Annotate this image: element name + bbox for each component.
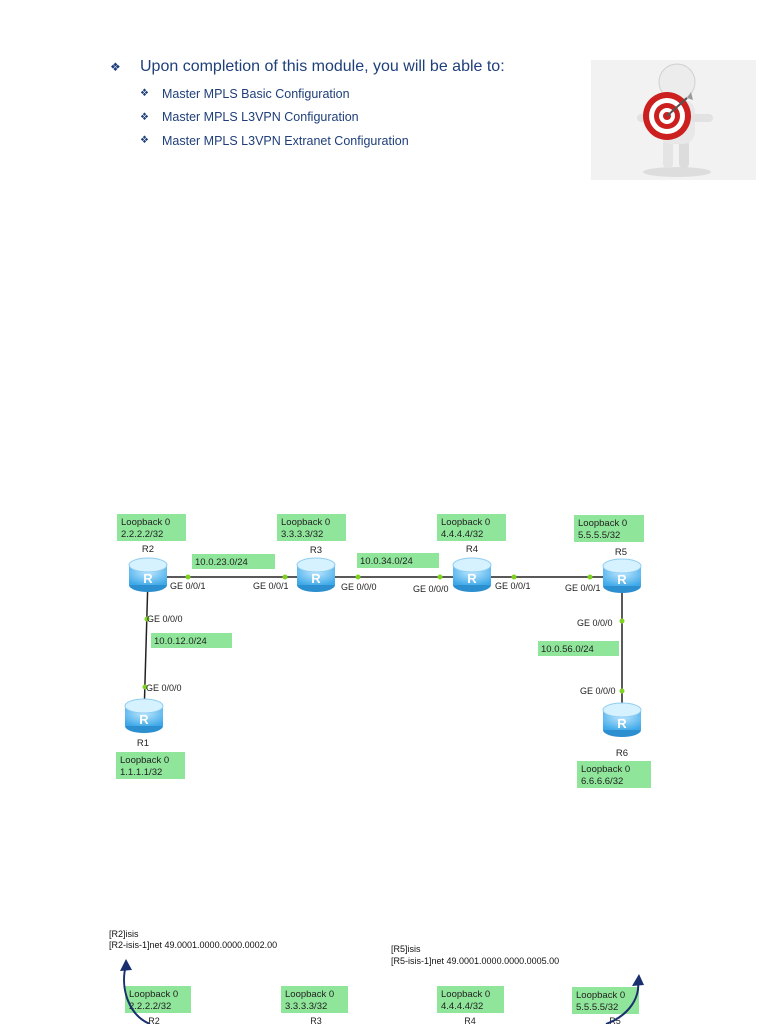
diamond-bullet-icon: ❖	[110, 60, 121, 74]
router-r5-label: R5	[615, 547, 627, 558]
iface-r3-r2: GE 0/0/1	[253, 581, 289, 591]
r5-config-line-2: [R5-isis-1]net 49.0001.0000.0000.0005.00	[391, 956, 559, 966]
iface-r1-r2: GE 0/0/0	[146, 683, 182, 693]
svg-text:Loopback 0: Loopback 0	[576, 990, 625, 1001]
iface-r2-r1: GE 0/0/0	[147, 614, 183, 624]
router-r1-label: R1	[137, 738, 149, 749]
svg-text:Loopback 0: Loopback 0	[578, 518, 627, 529]
preview-router-r4-label: R4	[464, 1016, 476, 1024]
loopback-box-r3: Loopback 0 3.3.3.3/32	[277, 514, 346, 541]
iface-r4-r3: GE 0/0/0	[413, 584, 449, 594]
objective-text: Master MPLS L3VPN Extranet Configuration	[162, 133, 409, 148]
iface-r3-r4: GE 0/0/0	[341, 582, 377, 592]
loopback-box-r4: Loopback 0 4.4.4.4/32	[437, 514, 506, 541]
svg-text:Loopback 0: Loopback 0	[121, 517, 170, 528]
objectives-list: ❖ Master MPLS Basic Configuration ❖ Master…	[110, 82, 580, 153]
diamond-bullet-icon: ❖	[140, 88, 149, 100]
svg-text:4.4.4.4/32: 4.4.4.4/32	[441, 1001, 483, 1012]
objectives-heading: Upon completion of this module, you will…	[140, 58, 505, 75]
iface-r5-r6: GE 0/0/0	[577, 618, 613, 628]
target-person-icon	[591, 60, 756, 180]
iface-r5-r4: GE 0/0/1	[565, 583, 601, 593]
svg-text:5.5.5.5/32: 5.5.5.5/32	[578, 530, 620, 541]
subnet-label-r1-r2: 10.0.12.0/24	[151, 633, 232, 648]
svg-text:Loopback 0: Loopback 0	[441, 517, 490, 528]
curved-arrow-icon	[120, 959, 151, 1024]
r5-config-line-1: [R5]isis	[391, 944, 421, 954]
preview-loopback-r3: Loopback 0 3.3.3.3/32	[281, 986, 348, 1013]
svg-text:10.0.34.0/24: 10.0.34.0/24	[360, 556, 413, 567]
svg-text:2.2.2.2/32: 2.2.2.2/32	[121, 529, 163, 540]
preview-router-r3-label: R3	[310, 1016, 322, 1024]
iface-r6-r5: GE 0/0/0	[580, 686, 616, 696]
objective-text: Master MPLS Basic Configuration	[162, 86, 350, 101]
svg-text:10.0.23.0/24: 10.0.23.0/24	[195, 557, 248, 568]
router-r4-label: R4	[466, 544, 478, 555]
r2-config-line-1: [R2]isis	[109, 929, 139, 939]
router-r3-label: R3	[310, 545, 322, 556]
svg-text:Loopback 0: Loopback 0	[129, 989, 178, 1000]
port-dots	[142, 574, 625, 694]
svg-text:2.2.2.2/32: 2.2.2.2/32	[129, 1001, 171, 1012]
svg-text:Loopback 0: Loopback 0	[281, 517, 330, 528]
loopback-box-r5: Loopback 0 5.5.5.5/32	[574, 515, 644, 542]
router-r6-label: R6	[616, 748, 628, 759]
preview-router-r2-label: R2	[148, 1016, 160, 1024]
svg-text:5.5.5.5/32: 5.5.5.5/32	[576, 1002, 618, 1013]
svg-text:Loopback 0: Loopback 0	[120, 755, 169, 766]
router-r1	[124, 698, 164, 734]
svg-text:Loopback 0: Loopback 0	[441, 989, 490, 1000]
svg-text:10.0.12.0/24: 10.0.12.0/24	[154, 636, 207, 647]
curved-arrow-icon	[605, 974, 644, 1024]
svg-text:1.1.1.1/32: 1.1.1.1/32	[120, 767, 162, 778]
router-r6	[602, 702, 642, 738]
diamond-bullet-icon: ❖	[140, 111, 149, 123]
subnet-label-r2-r3: 10.0.23.0/24	[192, 554, 275, 569]
router-r2-label: R2	[142, 544, 154, 555]
preview-loopback-r2: Loopback 0 2.2.2.2/32	[125, 986, 191, 1013]
objectives-heading-row: ❖ Upon completion of this module, you wi…	[110, 56, 580, 78]
network-topology-diagram: R R2 R3 R4 R5 R1 R6 Loopback 0 2.2.2.2/3…	[116, 514, 651, 788]
router-r3	[296, 557, 336, 593]
subnet-label-r5-r6: 10.0.56.0/24	[538, 641, 619, 656]
router-r4	[452, 557, 492, 593]
objective-item: ❖ Master MPLS Basic Configuration	[140, 82, 580, 106]
preview-loopback-r4: Loopback 0 4.4.4.4/32	[437, 986, 504, 1013]
loopback-box-r1: Loopback 0 1.1.1.1/32	[116, 752, 185, 779]
objectives-section: ❖ Upon completion of this module, you wi…	[110, 56, 580, 153]
r2-config-line-2: [R2-isis-1]net 49.0001.0000.0000.0002.00	[109, 940, 277, 950]
iface-r4-r5: GE 0/0/1	[495, 581, 531, 591]
router-r5	[602, 558, 642, 594]
loopback-box-r6: Loopback 0 6.6.6.6/32	[577, 761, 651, 788]
objective-item: ❖ Master MPLS L3VPN Extranet Configuratio…	[140, 129, 580, 153]
objective-item: ❖ Master MPLS L3VPN Configuration	[140, 106, 580, 130]
svg-text:4.4.4.4/32: 4.4.4.4/32	[441, 529, 483, 540]
svg-text:3.3.3.3/32: 3.3.3.3/32	[285, 1001, 327, 1012]
svg-text:Loopback 0: Loopback 0	[581, 764, 630, 775]
objective-text: Master MPLS L3VPN Configuration	[162, 110, 359, 125]
svg-text:6.6.6.6/32: 6.6.6.6/32	[581, 776, 623, 787]
svg-text:10.0.56.0/24: 10.0.56.0/24	[541, 644, 594, 655]
isis-config-preview: [R2]isis [R2-isis-1]net 49.0001.0000.000…	[109, 929, 644, 1024]
iface-r2-r3: GE 0/0/1	[170, 581, 206, 591]
link-r2-r1	[143, 576, 149, 718]
subnet-label-r3-r4: 10.0.34.0/24	[357, 553, 439, 568]
loopback-box-r2: Loopback 0 2.2.2.2/32	[117, 514, 186, 541]
svg-text:Loopback 0: Loopback 0	[285, 989, 334, 1000]
router-r2	[128, 557, 168, 593]
diamond-bullet-icon: ❖	[140, 135, 149, 147]
svg-text:3.3.3.3/32: 3.3.3.3/32	[281, 529, 323, 540]
